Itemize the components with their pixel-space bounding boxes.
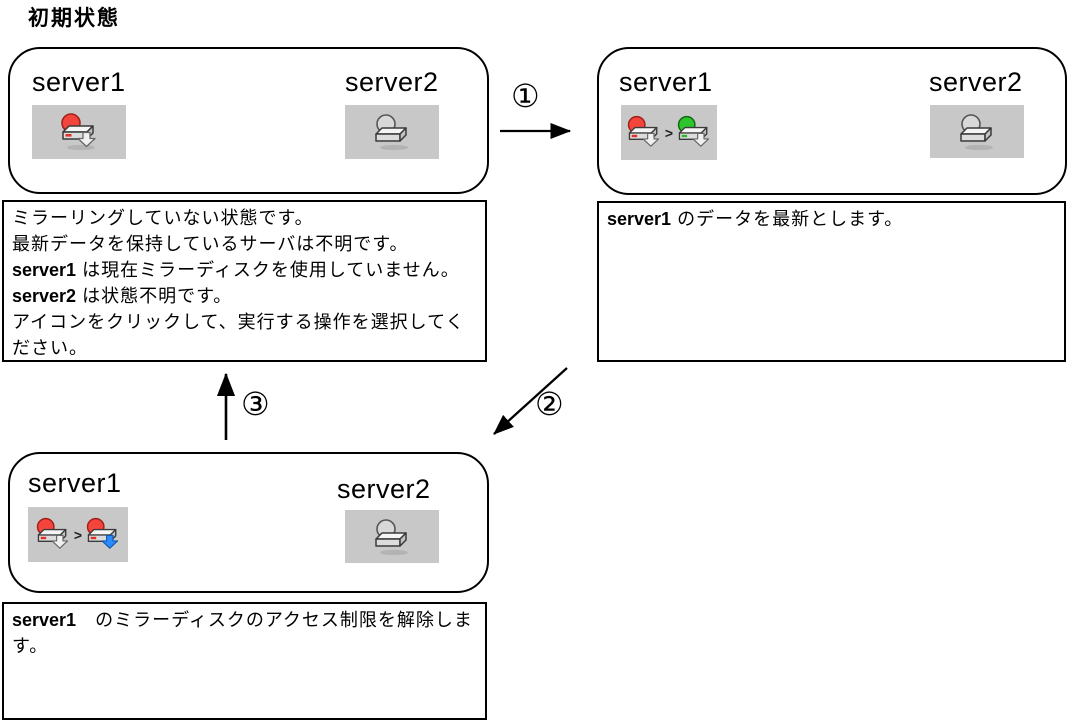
description-initial: ミラーリングしていない状態です。最新データを保持しているサーバは不明です。ser… [2, 200, 487, 362]
server2-state-tile [345, 105, 439, 159]
mirror-disk-error-icon [36, 517, 69, 549]
mirror-disk-access-icon [86, 517, 119, 549]
server1-label: server1 [28, 468, 122, 498]
server2-label: server2 [337, 474, 431, 504]
mirror-disk-unknown-icon [375, 114, 408, 151]
server2-state-tile [345, 510, 439, 563]
panel-step1: server1 server2 > [597, 47, 1067, 195]
server2-state-tile [930, 105, 1024, 158]
panel-initial: server1 server2 [8, 47, 489, 194]
server1-state-transition-tile: > [28, 507, 128, 562]
arrow-2-label: ② [535, 386, 564, 422]
description-step2: server1 のミラーディスクのアクセス制限を解除します。 [2, 602, 487, 720]
server2-label: server2 [345, 67, 439, 97]
server2-label: server2 [929, 67, 1023, 97]
server1-label: server1 [619, 67, 713, 97]
mirror-disk-unknown-icon [960, 113, 993, 150]
arrow-3-label: ③ [241, 386, 270, 422]
mirror-disk-normal-icon [677, 115, 710, 147]
arrow-1-label: ① [511, 78, 540, 114]
transition-separator: > [664, 124, 674, 141]
server1-state-transition-tile: > [621, 105, 717, 160]
mirror-disk-unknown-icon [375, 518, 408, 555]
page-title: 初期状態 [28, 7, 120, 30]
mirror-disk-error-icon [627, 115, 660, 147]
transition-separator: > [73, 526, 83, 543]
server1-state-tile [32, 105, 126, 159]
panel-step2: server1 server2 > [8, 452, 489, 593]
description-step1: server1 のデータを最新とします。 [597, 201, 1066, 362]
mirror-disk-error-icon [61, 113, 96, 151]
server1-label: server1 [32, 67, 126, 97]
